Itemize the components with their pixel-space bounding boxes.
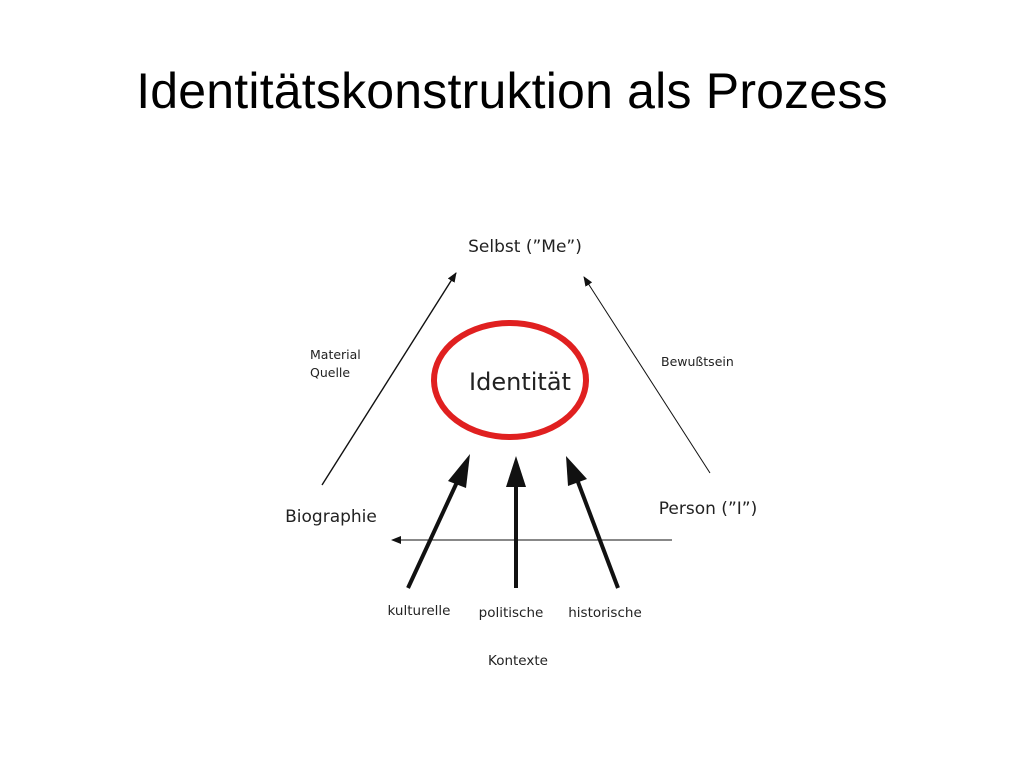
biographie-label: Biographie bbox=[285, 507, 377, 527]
identity-ellipse bbox=[431, 320, 589, 440]
selbst-label: Selbst (”Me”) bbox=[468, 237, 582, 257]
context-historische-label: historische bbox=[568, 605, 642, 621]
arrow-politische bbox=[506, 456, 526, 588]
arrow-kulturelle bbox=[406, 454, 470, 589]
arrow-biographie-to-selbst bbox=[321, 272, 457, 486]
context-politische-label: politische bbox=[479, 605, 544, 621]
context-kulturelle-label: kulturelle bbox=[388, 603, 451, 619]
material-label: Material bbox=[310, 347, 361, 362]
bewusstsein-label: Bewußtsein bbox=[661, 354, 734, 369]
arrow-person-to-selbst bbox=[583, 276, 711, 474]
identity-label: Identität bbox=[469, 368, 571, 396]
arrow-historische bbox=[566, 456, 620, 589]
slide-title: Identitätskonstruktion als Prozess bbox=[136, 63, 888, 119]
quelle-label: Quelle bbox=[310, 365, 350, 380]
kontexte-label: Kontexte bbox=[488, 653, 548, 669]
person-label: Person (”I”) bbox=[659, 499, 757, 519]
